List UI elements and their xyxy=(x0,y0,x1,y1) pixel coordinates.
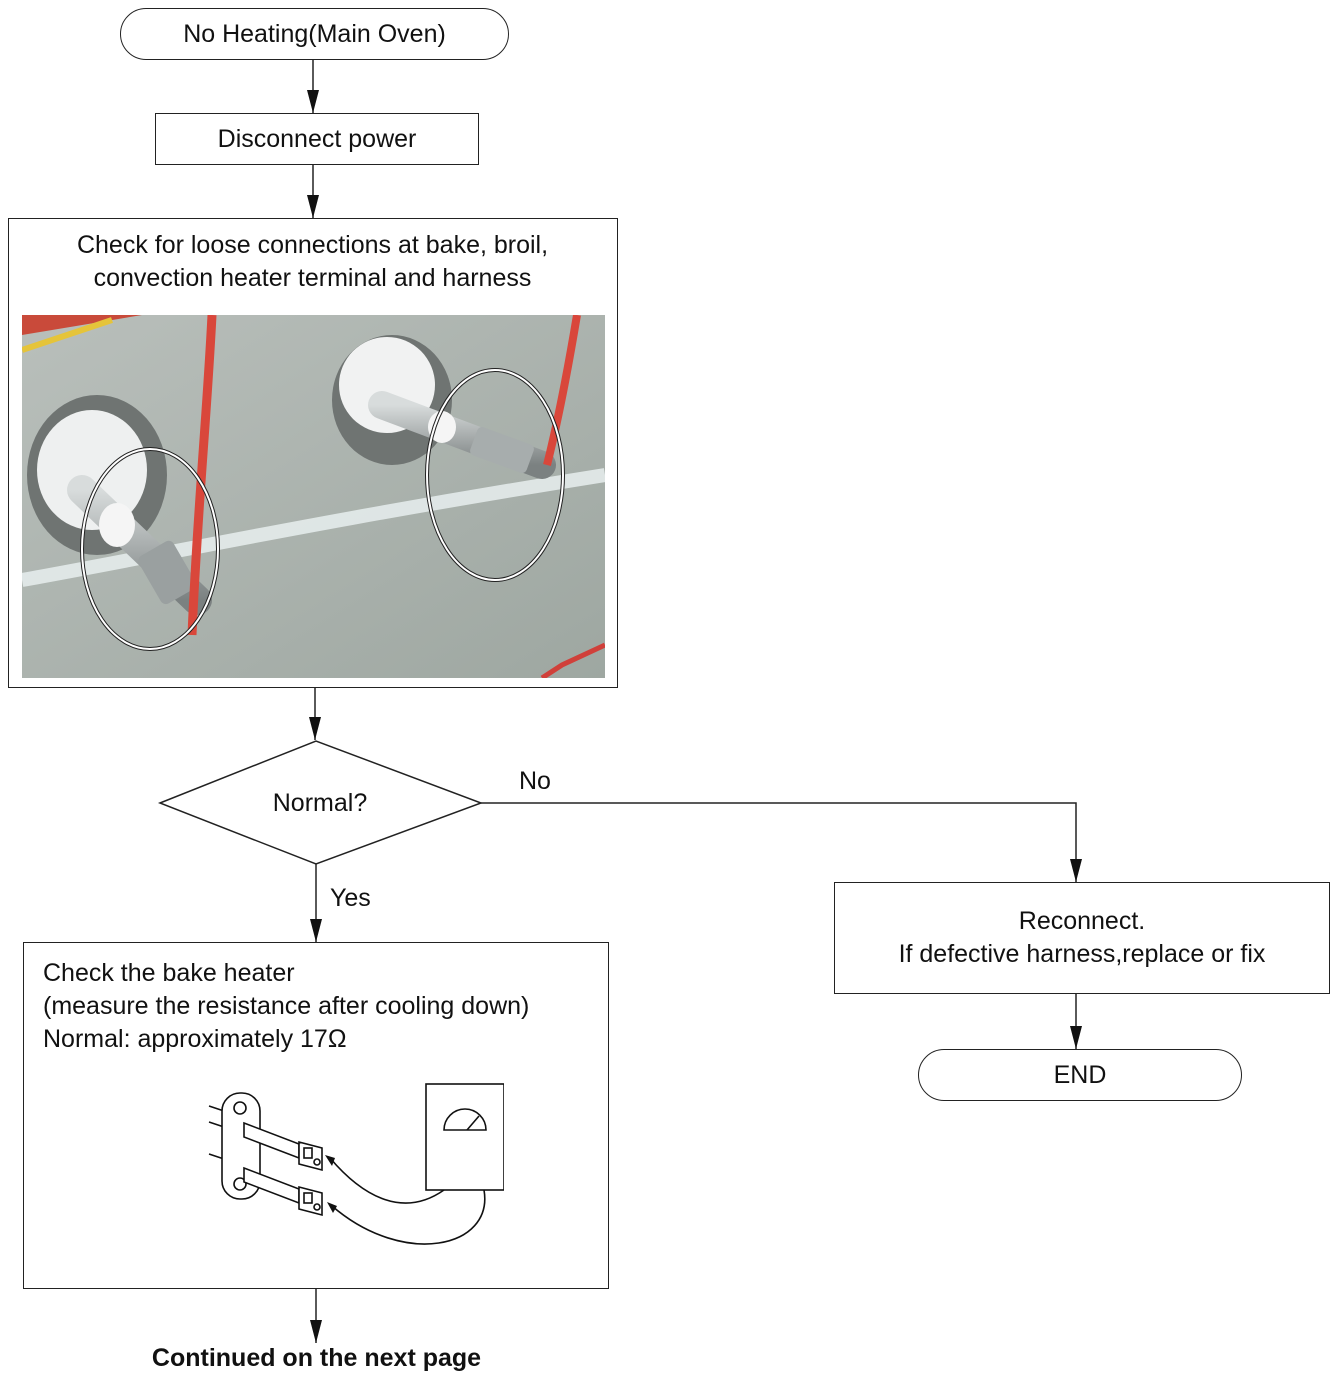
bake-heater-line1: Check the bake heater xyxy=(43,959,295,987)
reconnect-line1: Reconnect. xyxy=(1018,907,1146,935)
reconnect-line2: If defective harness,replace or fix xyxy=(898,940,1266,968)
disconnect-power-step: Disconnect power xyxy=(155,113,479,165)
continued-footer: Continued on the next page xyxy=(151,1344,482,1372)
start-terminal-label: No Heating(Main Oven) xyxy=(183,19,446,48)
check-connections-step: Check for loose connections at bake, bro… xyxy=(8,218,618,688)
decision-text: Normal? xyxy=(272,788,368,817)
bake-heater-line3: Normal: approximately 17Ω xyxy=(43,1025,347,1053)
bake-heater-line2: (measure the resistance after cooling do… xyxy=(43,992,530,1020)
check-connections-line1: Check for loose connections at bake, bro… xyxy=(76,231,549,259)
yes-branch-label: Yes xyxy=(330,884,371,912)
end-terminal-label: END xyxy=(1053,1060,1107,1089)
no-branch-label: No xyxy=(519,767,551,795)
end-terminal: END xyxy=(918,1049,1242,1101)
ohmmeter-illustration xyxy=(208,1083,504,1245)
reconnect-step: Reconnect. If defective harness,replace … xyxy=(834,882,1330,994)
start-terminal: No Heating(Main Oven) xyxy=(120,8,509,60)
arrow-no-branch xyxy=(481,802,1077,882)
bake-heater-step: Check the bake heater (measure the resis… xyxy=(23,942,609,1289)
disconnect-power-label: Disconnect power xyxy=(217,124,417,153)
check-connections-line2: convection heater terminal and harness xyxy=(93,264,532,292)
heater-terminal-photo xyxy=(22,315,605,678)
decision-label: Normal? xyxy=(240,785,400,821)
